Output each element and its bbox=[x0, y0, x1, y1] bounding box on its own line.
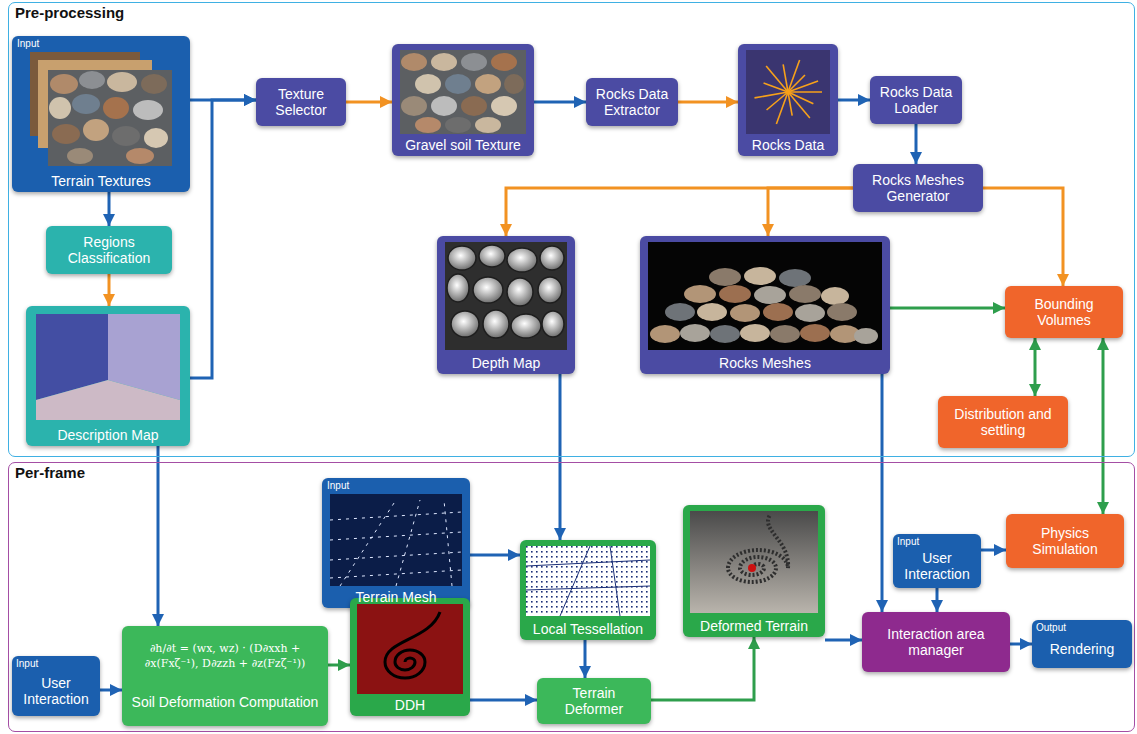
box-label: Regions Classification bbox=[52, 234, 166, 266]
ddh-picture bbox=[357, 604, 463, 694]
flow-arrow bbox=[678, 101, 738, 104]
output-box: OutputRendering bbox=[1032, 620, 1132, 668]
flow-arrow bbox=[651, 637, 754, 700]
image-box: Description Map bbox=[26, 306, 190, 446]
process-box: Bounding Volumes bbox=[1005, 286, 1123, 338]
image-box: Gravel soil Texture bbox=[392, 44, 534, 156]
box-label: Rendering bbox=[1050, 641, 1115, 657]
process-box: Distribution and settling bbox=[938, 396, 1068, 448]
process-box: ∂h/∂t = (wx, wz) · (D∂xxh + ∂x(Fxζ⁻¹), D… bbox=[122, 626, 328, 726]
stage-heading: Pre-processing bbox=[15, 4, 124, 21]
box-label: Rocks Meshes Generator bbox=[859, 172, 977, 204]
terrain-mesh-picture bbox=[330, 494, 462, 586]
terrain-textures-picture bbox=[30, 52, 172, 166]
rocks-data-picture bbox=[746, 50, 830, 134]
process-box: Physics Simulation bbox=[1006, 514, 1124, 568]
image-caption: Depth Map bbox=[472, 355, 540, 371]
equation: ∂h/∂t = (wx, wz) · (D∂xxh + ∂x(Fxζ⁻¹), D… bbox=[128, 642, 322, 671]
gravel-texture-picture bbox=[400, 50, 526, 134]
box-label: Rocks Data Loader bbox=[876, 84, 956, 116]
image-caption: Deformed Terrain bbox=[700, 618, 808, 634]
flow-arrow bbox=[506, 188, 853, 236]
deformed-terrain-picture bbox=[690, 511, 818, 613]
flow-arrow bbox=[190, 100, 256, 378]
stage-heading: Per-frame bbox=[15, 464, 85, 481]
box-label: Distribution and settling bbox=[944, 406, 1062, 438]
box-label: User Interaction bbox=[897, 550, 977, 582]
image-box: Rocks Data bbox=[738, 44, 838, 156]
flow-arrow bbox=[328, 664, 350, 667]
image-caption: Gravel soil Texture bbox=[405, 137, 521, 153]
box-label: Rocks Data Extractor bbox=[592, 86, 672, 118]
io-tag: Input bbox=[897, 537, 919, 547]
box-label: Terrain Deformer bbox=[543, 685, 645, 717]
flow-arrow bbox=[108, 192, 111, 226]
process-box: Regions Classification bbox=[46, 226, 172, 274]
input-box: InputUser Interaction bbox=[893, 534, 981, 588]
image-box: Local Tessellation bbox=[520, 540, 656, 640]
flow-arrow bbox=[1034, 338, 1037, 396]
tessellation-picture bbox=[526, 546, 650, 616]
process-box: Terrain Deformer bbox=[537, 678, 651, 724]
image-caption: Terrain Textures bbox=[51, 173, 150, 189]
process-box: Rocks Meshes Generator bbox=[853, 164, 983, 212]
io-tag: Input bbox=[16, 659, 38, 669]
flow-arrow bbox=[768, 188, 853, 236]
flow-arrow bbox=[100, 689, 122, 692]
flow-arrow bbox=[915, 124, 918, 164]
image-caption: DDH bbox=[395, 697, 425, 713]
image-box: DDH bbox=[350, 598, 470, 716]
image-caption: Description Map bbox=[57, 427, 158, 443]
description-map-picture bbox=[36, 314, 180, 420]
flow-arrow bbox=[983, 188, 1063, 286]
flow-arrow bbox=[890, 307, 1005, 310]
flow-arrow bbox=[157, 446, 160, 626]
process-box: Rocks Data Loader bbox=[870, 76, 962, 124]
flow-arrow bbox=[981, 549, 1006, 552]
process-box: Interaction area manager bbox=[862, 612, 1010, 672]
image-box: Deformed Terrain bbox=[683, 505, 825, 637]
image-caption: Rocks Meshes bbox=[719, 355, 811, 371]
depth-map-picture bbox=[445, 242, 567, 350]
input-box: InputUser Interaction bbox=[12, 656, 100, 716]
flow-arrow bbox=[534, 101, 586, 104]
process-box: Rocks Data Extractor bbox=[586, 78, 678, 126]
flow-arrow bbox=[838, 99, 870, 102]
image-box: Depth Map bbox=[437, 236, 575, 374]
flow-arrow bbox=[559, 374, 562, 540]
stage-band: InputTerrain TexturesRegions Classificat… bbox=[8, 2, 1135, 457]
flow-arrow bbox=[936, 588, 939, 612]
flow-arrow bbox=[825, 639, 862, 642]
rocks-meshes-picture bbox=[648, 242, 882, 350]
box-label: Interaction area manager bbox=[868, 626, 1004, 658]
box-label: User Interaction bbox=[16, 675, 96, 707]
flow-arrow bbox=[1010, 643, 1032, 646]
flow-arrow bbox=[470, 554, 520, 557]
io-tag: Output bbox=[1036, 623, 1066, 633]
flow-arrow bbox=[470, 699, 537, 702]
image-caption: Rocks Data bbox=[752, 137, 824, 153]
box-label: Soil Deformation Computation bbox=[132, 694, 319, 710]
flow-arrow bbox=[584, 640, 587, 678]
image-box: Rocks Meshes bbox=[640, 236, 890, 374]
stage-band: InputTerrain MeshLocal TessellationDefor… bbox=[8, 462, 1135, 732]
image-caption: Local Tessellation bbox=[533, 621, 643, 637]
io-tag: Input bbox=[327, 481, 349, 491]
flow-arrow bbox=[1102, 338, 1105, 514]
input-image-box: InputTerrain Textures bbox=[12, 36, 190, 192]
process-box: Texture Selector bbox=[256, 78, 346, 126]
box-label: Physics Simulation bbox=[1012, 525, 1118, 557]
flow-arrow bbox=[881, 374, 884, 612]
flow-arrow bbox=[346, 101, 392, 104]
box-label: Bounding Volumes bbox=[1011, 296, 1117, 328]
box-label: Texture Selector bbox=[262, 86, 340, 118]
image-caption: Terrain Mesh bbox=[356, 589, 437, 605]
input-image-box: InputTerrain Mesh bbox=[322, 478, 470, 608]
io-tag: Input bbox=[17, 39, 39, 49]
flow-arrow bbox=[108, 274, 111, 306]
